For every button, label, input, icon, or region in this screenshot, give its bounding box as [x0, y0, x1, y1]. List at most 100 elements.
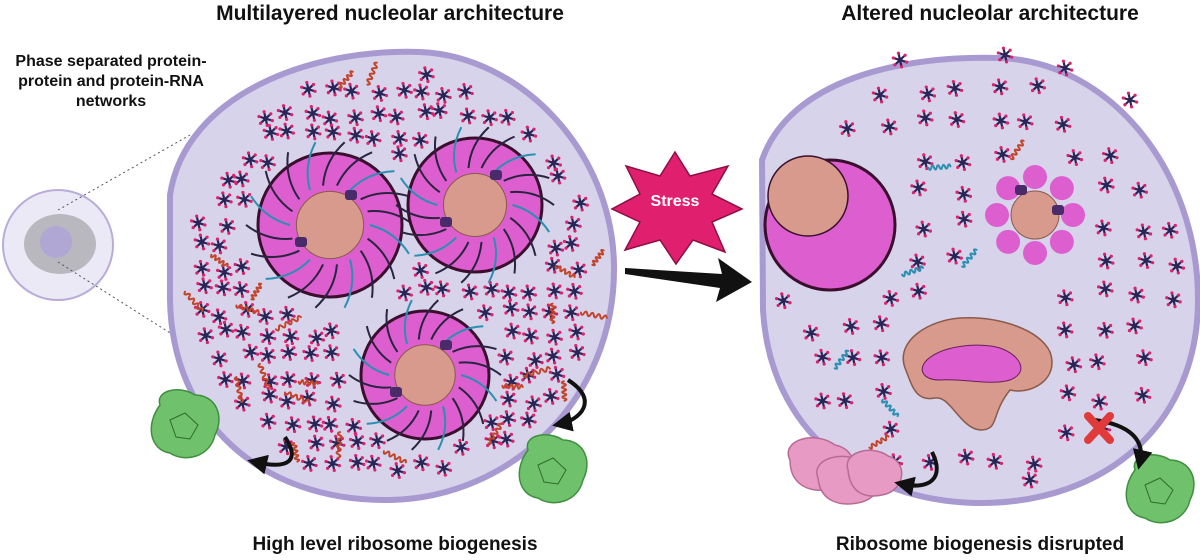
left-caption: High level ribosome biogenesis [252, 534, 538, 555]
protein-star-icon [197, 327, 215, 345]
protein-star-icon [994, 146, 1011, 163]
protein-star-icon [280, 371, 297, 389]
protein-star-icon [396, 81, 413, 99]
protein-star-icon [417, 103, 435, 121]
rna-strand-icon [927, 163, 952, 171]
protein-star-icon [214, 279, 232, 297]
rna-strand-icon [549, 302, 556, 325]
right-panel-title: Altered nucleolar architecture [841, 2, 1139, 25]
protein-star-icon [211, 350, 228, 368]
protein-star-icon [1128, 286, 1145, 304]
protein-star-icon [364, 130, 382, 147]
rna-strand-icon [233, 376, 245, 403]
protein-star-icon [280, 344, 298, 361]
protein-star-icon [569, 344, 586, 361]
protein-star-icon [1135, 223, 1153, 241]
protein-star-icon [433, 280, 451, 298]
protein-star-icon [562, 235, 580, 252]
protein-star-icon [364, 454, 382, 472]
rna-strand-icon [961, 248, 978, 268]
protein-star-icon [527, 352, 544, 369]
protein-star-icon [814, 348, 831, 366]
protein-star-icon [233, 258, 251, 275]
right-caption: Ribosome biogenesis disrupted [835, 534, 1125, 555]
protein-star-icon [278, 122, 295, 140]
network-side-label: Phase separated protein-protein and prot… [15, 53, 207, 110]
protein-star-icon [193, 259, 211, 277]
rna-strand-icon [591, 248, 605, 267]
protein-star-icon [991, 78, 1009, 96]
protein-star-icon [323, 344, 340, 362]
protein-star-icon [775, 292, 792, 310]
protein-star-icon [308, 329, 325, 347]
rna-strand-icon [522, 366, 551, 379]
protein-star-icon [413, 83, 430, 101]
protein-star-icon [261, 373, 279, 391]
protein-star-icon [193, 233, 211, 251]
protein-star-icon [1025, 455, 1043, 473]
protein-star-icon [347, 126, 365, 144]
nucleolar-compartment-1 [245, 141, 415, 309]
protein-star-icon [891, 51, 909, 69]
protein-star-icon [1126, 317, 1143, 335]
left-panel-title: Multilayered nucleolar architecture [216, 2, 564, 25]
protein-star-icon [302, 345, 319, 362]
protein-star-icon [304, 123, 322, 141]
protein-star-icon [1057, 424, 1075, 442]
rna-strand-icon [487, 422, 503, 445]
protein-star-icon [1165, 291, 1182, 309]
protein-star-icon [430, 102, 448, 119]
protein-star-icon [549, 167, 567, 185]
nucleolar-compartment-2 [395, 126, 555, 284]
rna-strand-icon [291, 442, 301, 463]
protein-star-icon [916, 109, 934, 127]
ribosome-green-right [1125, 454, 1195, 524]
protein-star-icon [300, 80, 317, 98]
rna-strand-icon [579, 310, 608, 320]
protein-star-icon [279, 305, 296, 323]
protein-star-icon [196, 277, 213, 295]
protein-star-icon [306, 415, 324, 433]
protein-star-icon [262, 123, 280, 141]
protein-star-icon [1059, 384, 1077, 402]
protein-star-icon [348, 453, 366, 471]
right-nucleolus [758, 46, 1200, 507]
protein-star-icon [217, 371, 234, 388]
protein-star-icon [391, 145, 408, 163]
right-irregular-compartment [902, 317, 1053, 431]
protein-star-icon [413, 454, 430, 472]
export-arrow-left-1 [247, 435, 294, 475]
protein-star-icon [259, 154, 276, 172]
protein-star-icon [232, 281, 250, 298]
protein-star-icon [1057, 289, 1074, 307]
protein-star-icon [457, 82, 474, 100]
protein-star-icon [1131, 181, 1149, 199]
rna-strand-icon [881, 398, 900, 418]
rna-strand-icon [366, 61, 378, 86]
protein-star-icon [1056, 321, 1074, 339]
protein-star-icon [1056, 59, 1074, 77]
protein-star-icon [387, 108, 405, 126]
nucleolar-compartment-3 [348, 299, 502, 451]
protein-star-icon [189, 214, 207, 232]
protein-star-icon [1168, 257, 1186, 275]
protein-star-icon [217, 320, 235, 338]
protein-star-icon [1161, 221, 1179, 239]
protein-star-icon [321, 415, 339, 433]
protein-star-icon [520, 125, 538, 143]
rna-strand-icon [868, 434, 890, 450]
rna-strand-icon [833, 349, 850, 370]
protein-star-icon [502, 299, 520, 317]
protein-star-icon [261, 386, 278, 404]
rna-strand-icon [283, 391, 311, 404]
protein-star-icon [919, 85, 937, 103]
protein-star-icon [476, 304, 494, 322]
protein-star-icon [520, 411, 537, 429]
protein-star-icon [1066, 149, 1084, 166]
protein-star-icon [497, 348, 515, 366]
protein-star-icon [329, 371, 347, 389]
protein-star-icon [343, 82, 360, 100]
protein-star-icon [1065, 356, 1083, 374]
protein-star-icon [435, 86, 452, 104]
